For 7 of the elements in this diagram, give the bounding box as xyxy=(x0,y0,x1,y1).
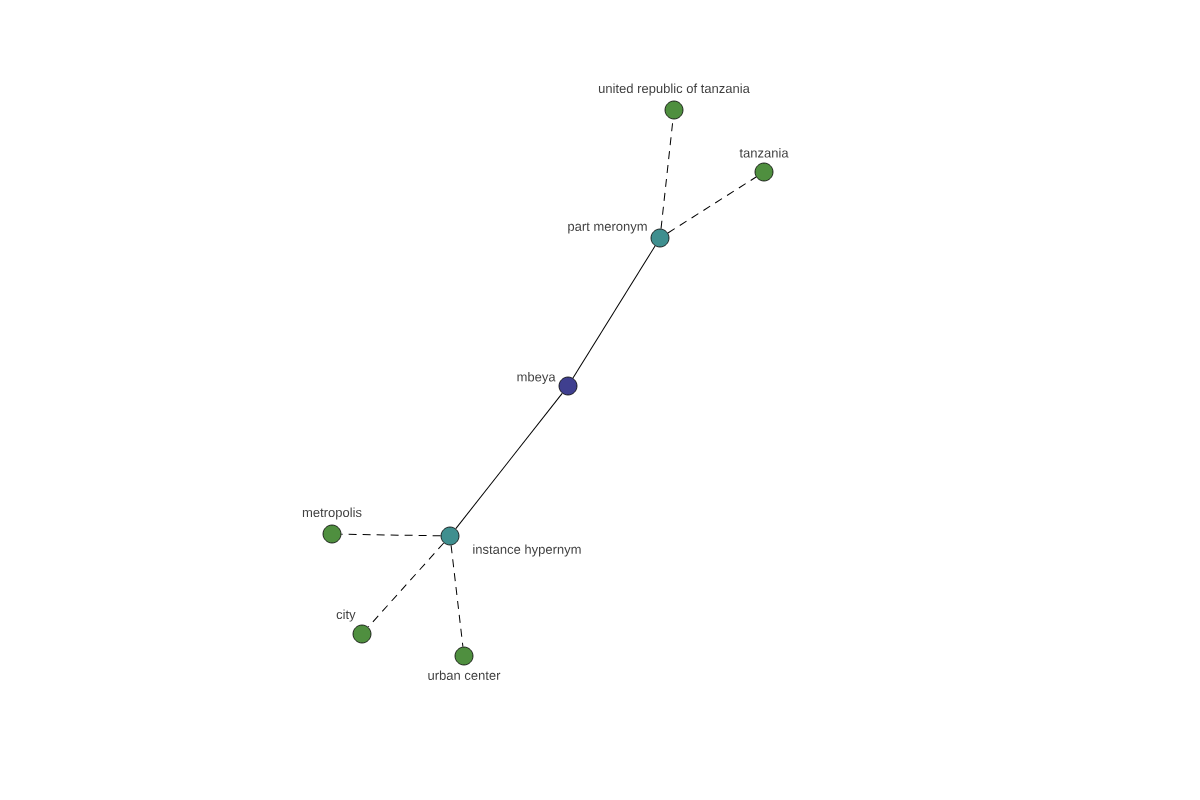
connector xyxy=(660,118,674,230)
connector xyxy=(455,392,563,530)
connector xyxy=(367,542,445,628)
connector xyxy=(667,176,757,234)
connector xyxy=(450,544,464,648)
connector xyxy=(340,533,442,537)
connector xyxy=(572,245,656,379)
